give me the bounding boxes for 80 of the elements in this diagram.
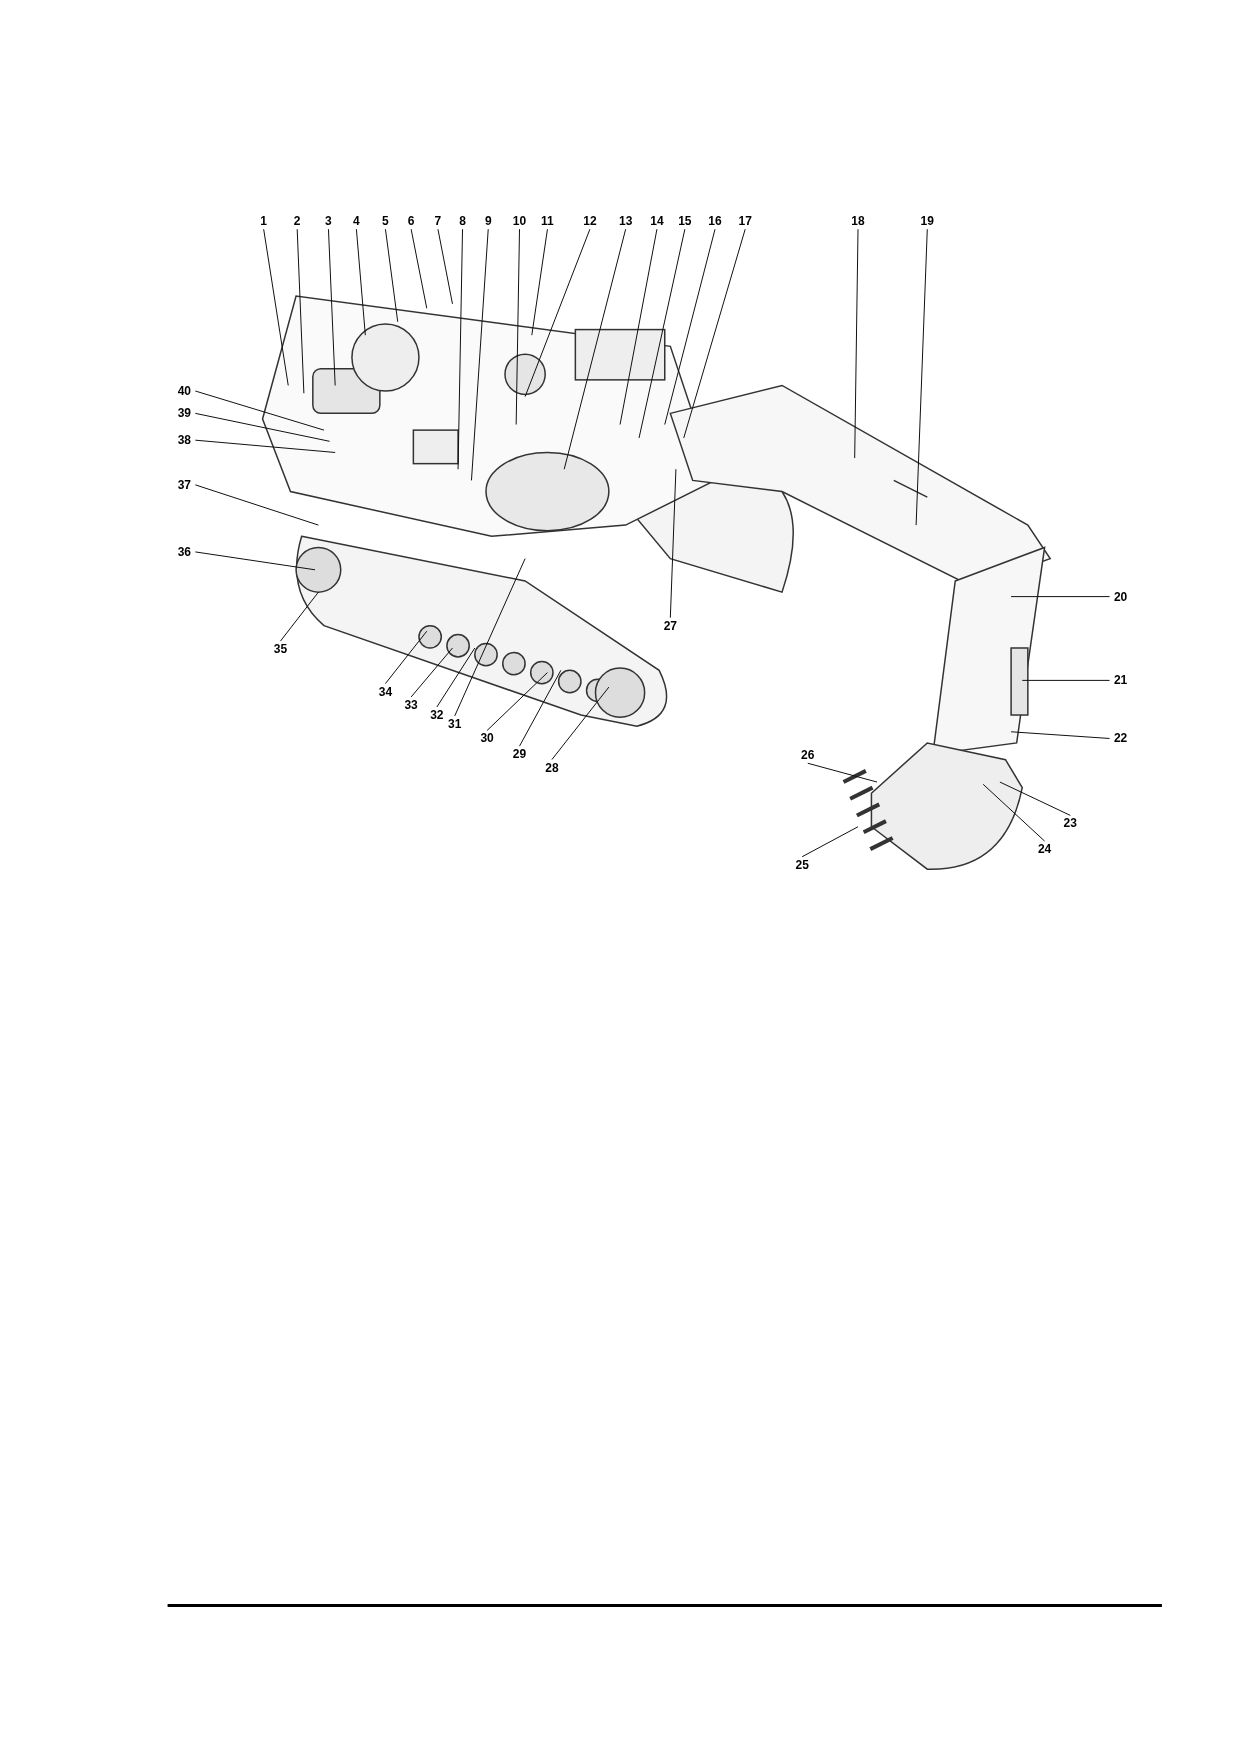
leader-line xyxy=(410,228,428,309)
leader-line xyxy=(669,468,677,619)
leader-line xyxy=(194,412,331,442)
leader-line xyxy=(384,228,399,323)
leader-line xyxy=(619,228,658,426)
callout-number: 7 xyxy=(434,215,442,228)
callout-number: 28 xyxy=(545,761,559,774)
leader-line xyxy=(519,669,562,747)
leader-line xyxy=(807,762,878,783)
leader-line xyxy=(194,390,325,431)
leader-line xyxy=(194,439,336,453)
callout-number: 23 xyxy=(1063,817,1077,830)
callout-number: 38 xyxy=(177,434,191,447)
callout-number: 3 xyxy=(325,215,332,228)
callout-number: 18 xyxy=(851,215,865,228)
leader-line xyxy=(384,630,428,685)
callout-number: 11 xyxy=(541,215,554,228)
leader-line xyxy=(563,228,627,470)
leader-line xyxy=(355,228,366,336)
callout-number: 1 xyxy=(260,215,267,228)
callout-number: 35 xyxy=(273,643,288,656)
callout-number: 31 xyxy=(448,717,462,730)
leader-line xyxy=(683,228,746,439)
callout-number: 30 xyxy=(480,732,494,745)
leader-line xyxy=(470,228,489,481)
leader-line xyxy=(457,228,464,470)
callout-number: 13 xyxy=(618,215,633,228)
callout-number: 5 xyxy=(382,215,389,228)
callout-number: 21 xyxy=(1113,674,1128,687)
leader-line xyxy=(327,228,336,386)
callout-number: 32 xyxy=(430,709,444,721)
leader-line xyxy=(437,228,453,305)
leader-line xyxy=(982,783,1046,842)
callout-number: 25 xyxy=(795,858,809,871)
leader-line xyxy=(194,551,316,571)
callout-number: 40 xyxy=(177,385,191,397)
leader-line xyxy=(1010,731,1111,739)
callout-number: 4 xyxy=(353,215,360,228)
leader-line xyxy=(410,647,453,698)
callout-number: 34 xyxy=(378,685,393,698)
leader-line xyxy=(638,228,686,439)
callout-number: 17 xyxy=(738,215,752,228)
leader-line xyxy=(915,228,928,526)
callout-number: 16 xyxy=(708,215,722,228)
leader-line xyxy=(551,686,610,761)
callout-number: 14 xyxy=(650,215,664,228)
callout-number: 9 xyxy=(484,215,492,228)
leader-line xyxy=(524,228,591,398)
leader-line xyxy=(1010,596,1111,598)
callout-number: 19 xyxy=(920,215,934,228)
leader-line xyxy=(664,228,716,426)
callout-number: 2 xyxy=(293,215,301,228)
callout-number: 29 xyxy=(512,748,527,761)
leader-line xyxy=(999,781,1071,816)
leader-line xyxy=(194,484,319,526)
leader-line xyxy=(279,591,319,642)
callout-number: 39 xyxy=(177,407,191,420)
leader-line xyxy=(531,228,548,336)
leader-line xyxy=(486,672,548,731)
callout-number: 10 xyxy=(512,215,527,228)
callout-number: 15 xyxy=(678,215,692,228)
callout-number: 8 xyxy=(459,215,466,228)
callout-number: 36 xyxy=(177,545,191,558)
leader-line xyxy=(296,228,305,394)
callout-number: 26 xyxy=(801,749,815,762)
callout-number: 37 xyxy=(177,478,191,491)
callout-number: 33 xyxy=(404,698,418,711)
leader-line xyxy=(263,228,289,386)
callout-number: 27 xyxy=(663,619,677,632)
leader-line xyxy=(436,647,476,708)
leader-line xyxy=(515,228,520,426)
callout-number: 12 xyxy=(583,215,597,228)
callout-number: 24 xyxy=(1037,843,1052,856)
leader-line xyxy=(1021,679,1111,681)
callout-number: 22 xyxy=(1113,732,1128,745)
leader-line xyxy=(454,558,526,717)
callout-number: 6 xyxy=(407,215,415,228)
callout-number: 20 xyxy=(1113,590,1128,603)
leader-line xyxy=(801,826,859,858)
leader-line xyxy=(854,228,859,459)
